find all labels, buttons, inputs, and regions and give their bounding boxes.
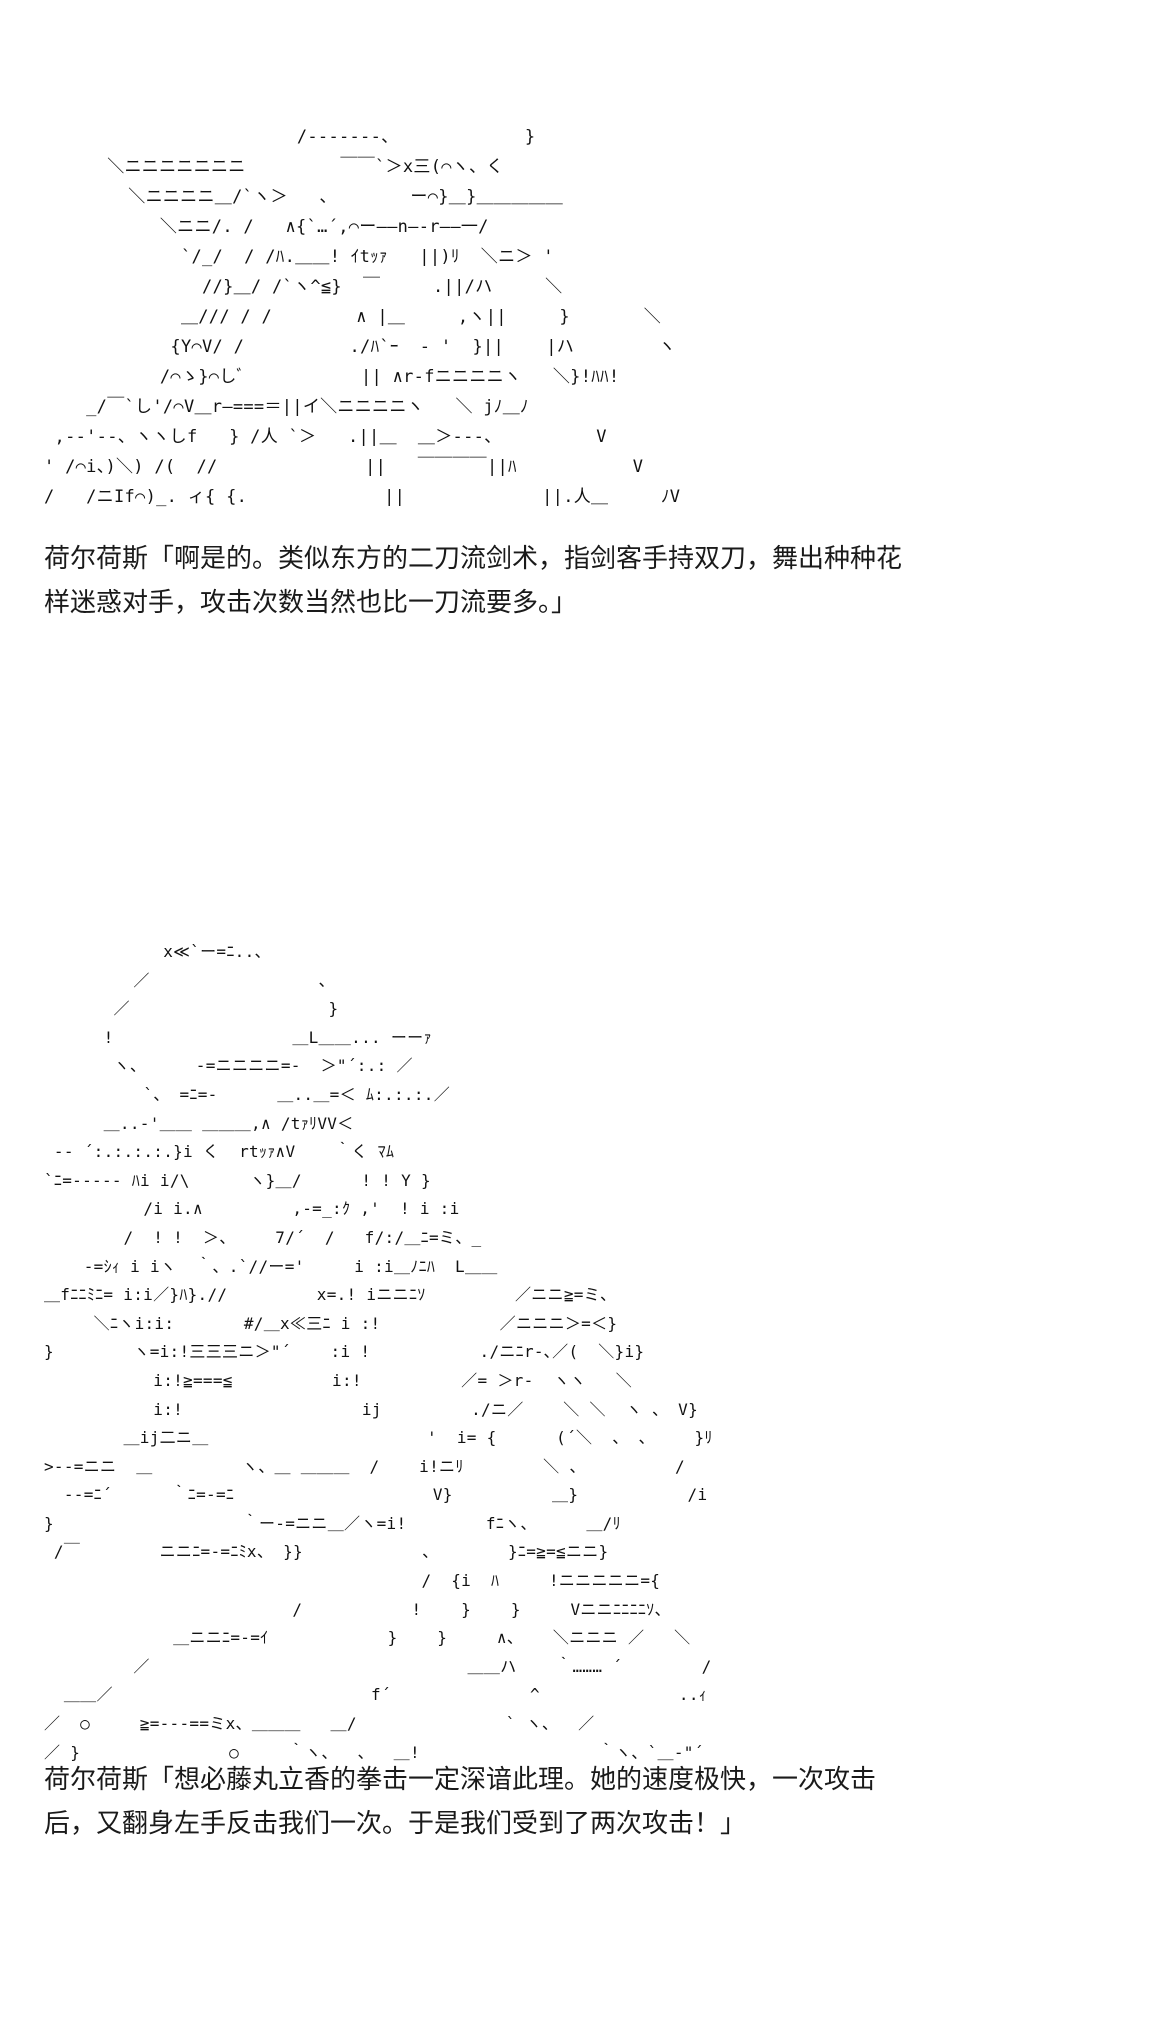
- caption-line: 荷尔荷斯「想必藤丸立香的拳击一定深谙此理。她的速度极快，一次攻击: [44, 1765, 877, 1795]
- ascii-art-panel-1: /-------、 } ＼ニニニニニニニ ￣￣`＞x三(⌒ヽ、く ＼ニニニニ＿/…: [44, 127, 681, 507]
- caption-line: 荷尔荷斯「啊是的。类似东方的二刀流剑术，指剑客手持双刀，舞出种种花: [44, 544, 903, 574]
- dialogue-caption-2: 荷尔荷斯「想必藤丸立香的拳击一定深谙此理。她的速度极快，一次攻击 后，又翻身左手…: [44, 1758, 1124, 1846]
- dialogue-caption-1: 荷尔荷斯「啊是的。类似东方的二刀流剑术，指剑客手持双刀，舞出种种花 样迷惑对手，…: [44, 537, 1124, 625]
- ascii-art-panel-2: x≪`ー=ﾆ..、 ／ 、 ／ } ! ＿L＿＿... ーーｧ ヽ、 -=ニニニ…: [44, 942, 713, 1762]
- caption-line: 样迷惑对手，攻击次数当然也比一刀流要多。」: [44, 588, 578, 618]
- caption-line: 后，又翻身左手反击我们一次。于是我们受到了两次攻击！」: [44, 1809, 747, 1839]
